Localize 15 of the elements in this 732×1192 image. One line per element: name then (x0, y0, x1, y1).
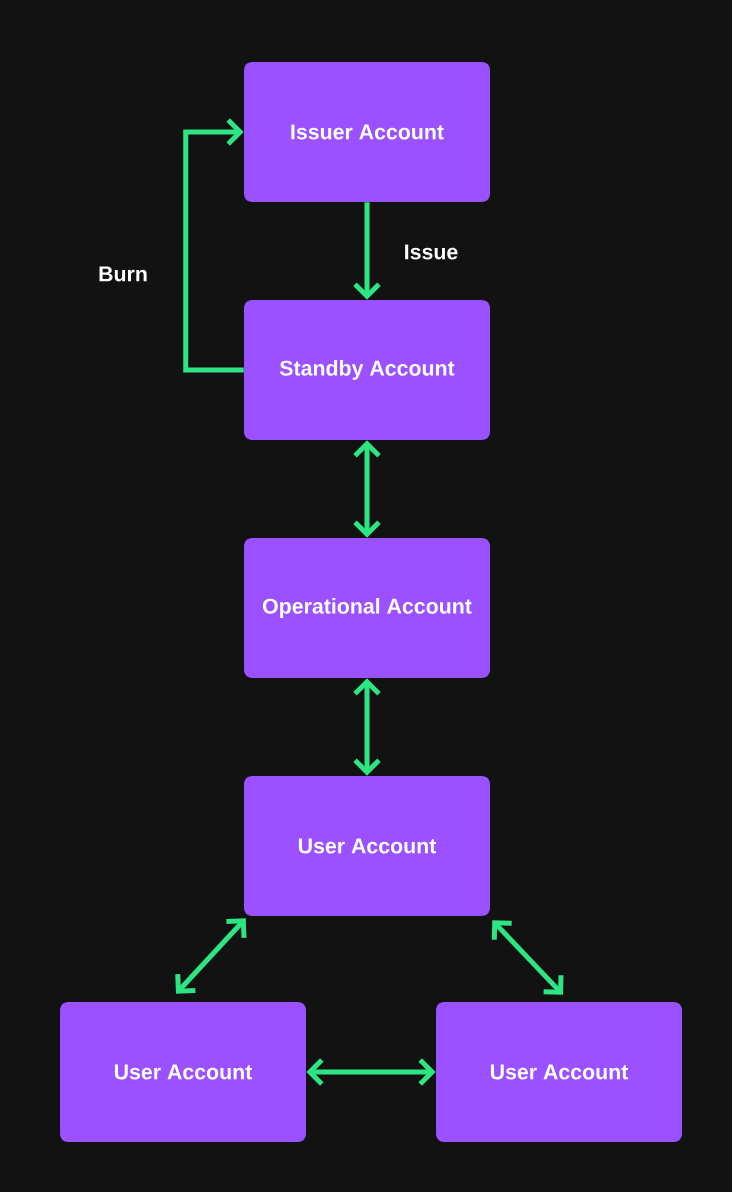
account-box: Issuer Account (244, 62, 490, 202)
edge-label: Burn (95, 263, 151, 285)
account-box: User Account (436, 1002, 682, 1142)
arrow (306, 1058, 436, 1086)
arrow (353, 202, 381, 300)
account-box: Standby Account (244, 300, 490, 440)
account-box: Operational Account (244, 538, 490, 678)
arrow (175, 918, 247, 994)
account-box: User Account (244, 776, 490, 916)
arrow (353, 678, 381, 776)
arrow (183, 118, 244, 373)
arrow (491, 920, 564, 995)
arrow (353, 440, 381, 538)
account-box: User Account (60, 1002, 306, 1142)
edge-label: Issue (401, 241, 461, 263)
